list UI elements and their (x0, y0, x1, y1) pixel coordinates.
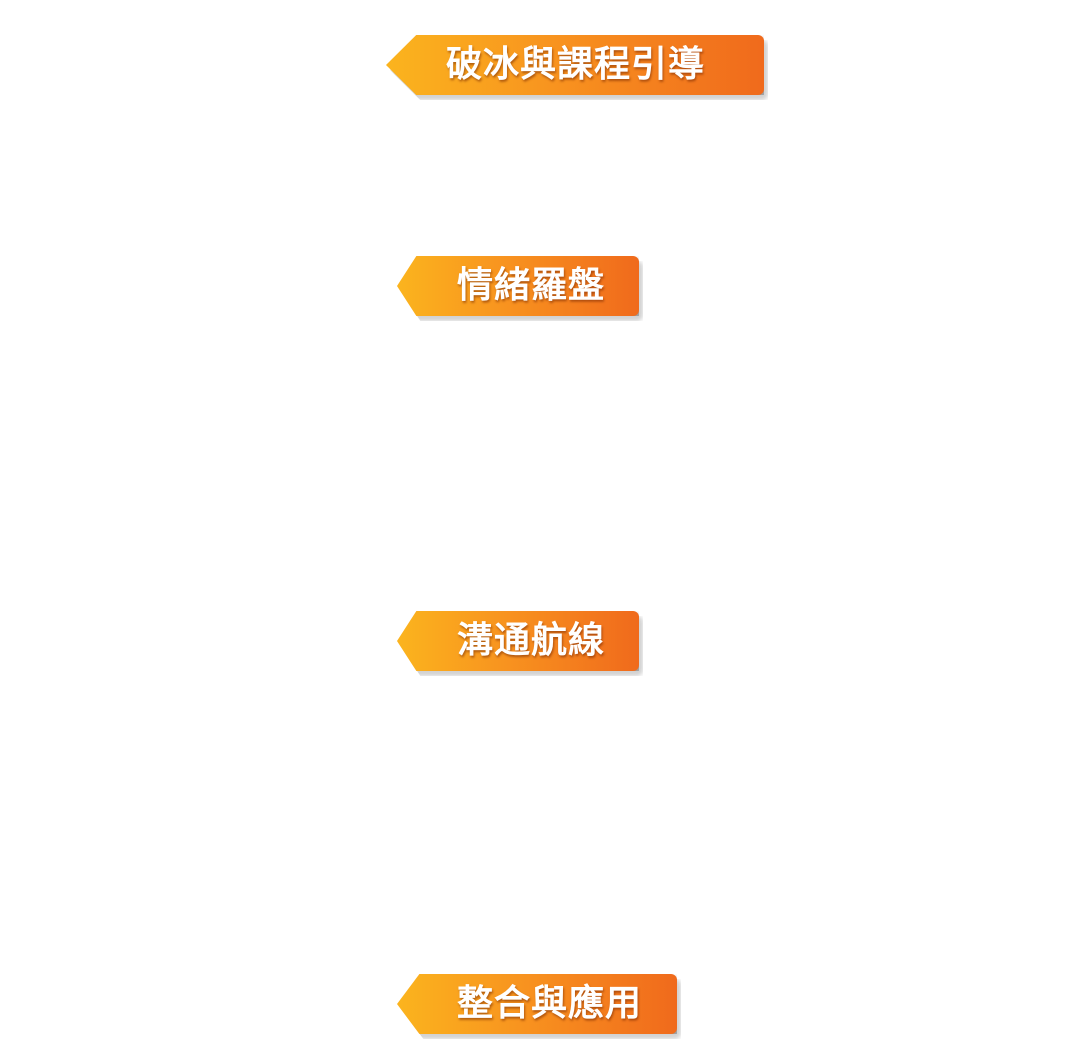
section-tag-label: 破冰與課程引導 (446, 44, 706, 85)
section-tag-label: 情緒羅盤 (457, 265, 606, 306)
section-tag-emotion-compass: 情緒羅盤 (397, 256, 639, 316)
section-tag-communication-route: 溝通航線 (397, 611, 639, 671)
section-tag-label: 溝通航線 (457, 620, 606, 661)
section-tag-integration: 整合與應用 (397, 974, 677, 1034)
section-tag-label: 整合與應用 (457, 983, 643, 1024)
section-tag-icebreaker: 破冰與課程引導 (386, 35, 764, 95)
